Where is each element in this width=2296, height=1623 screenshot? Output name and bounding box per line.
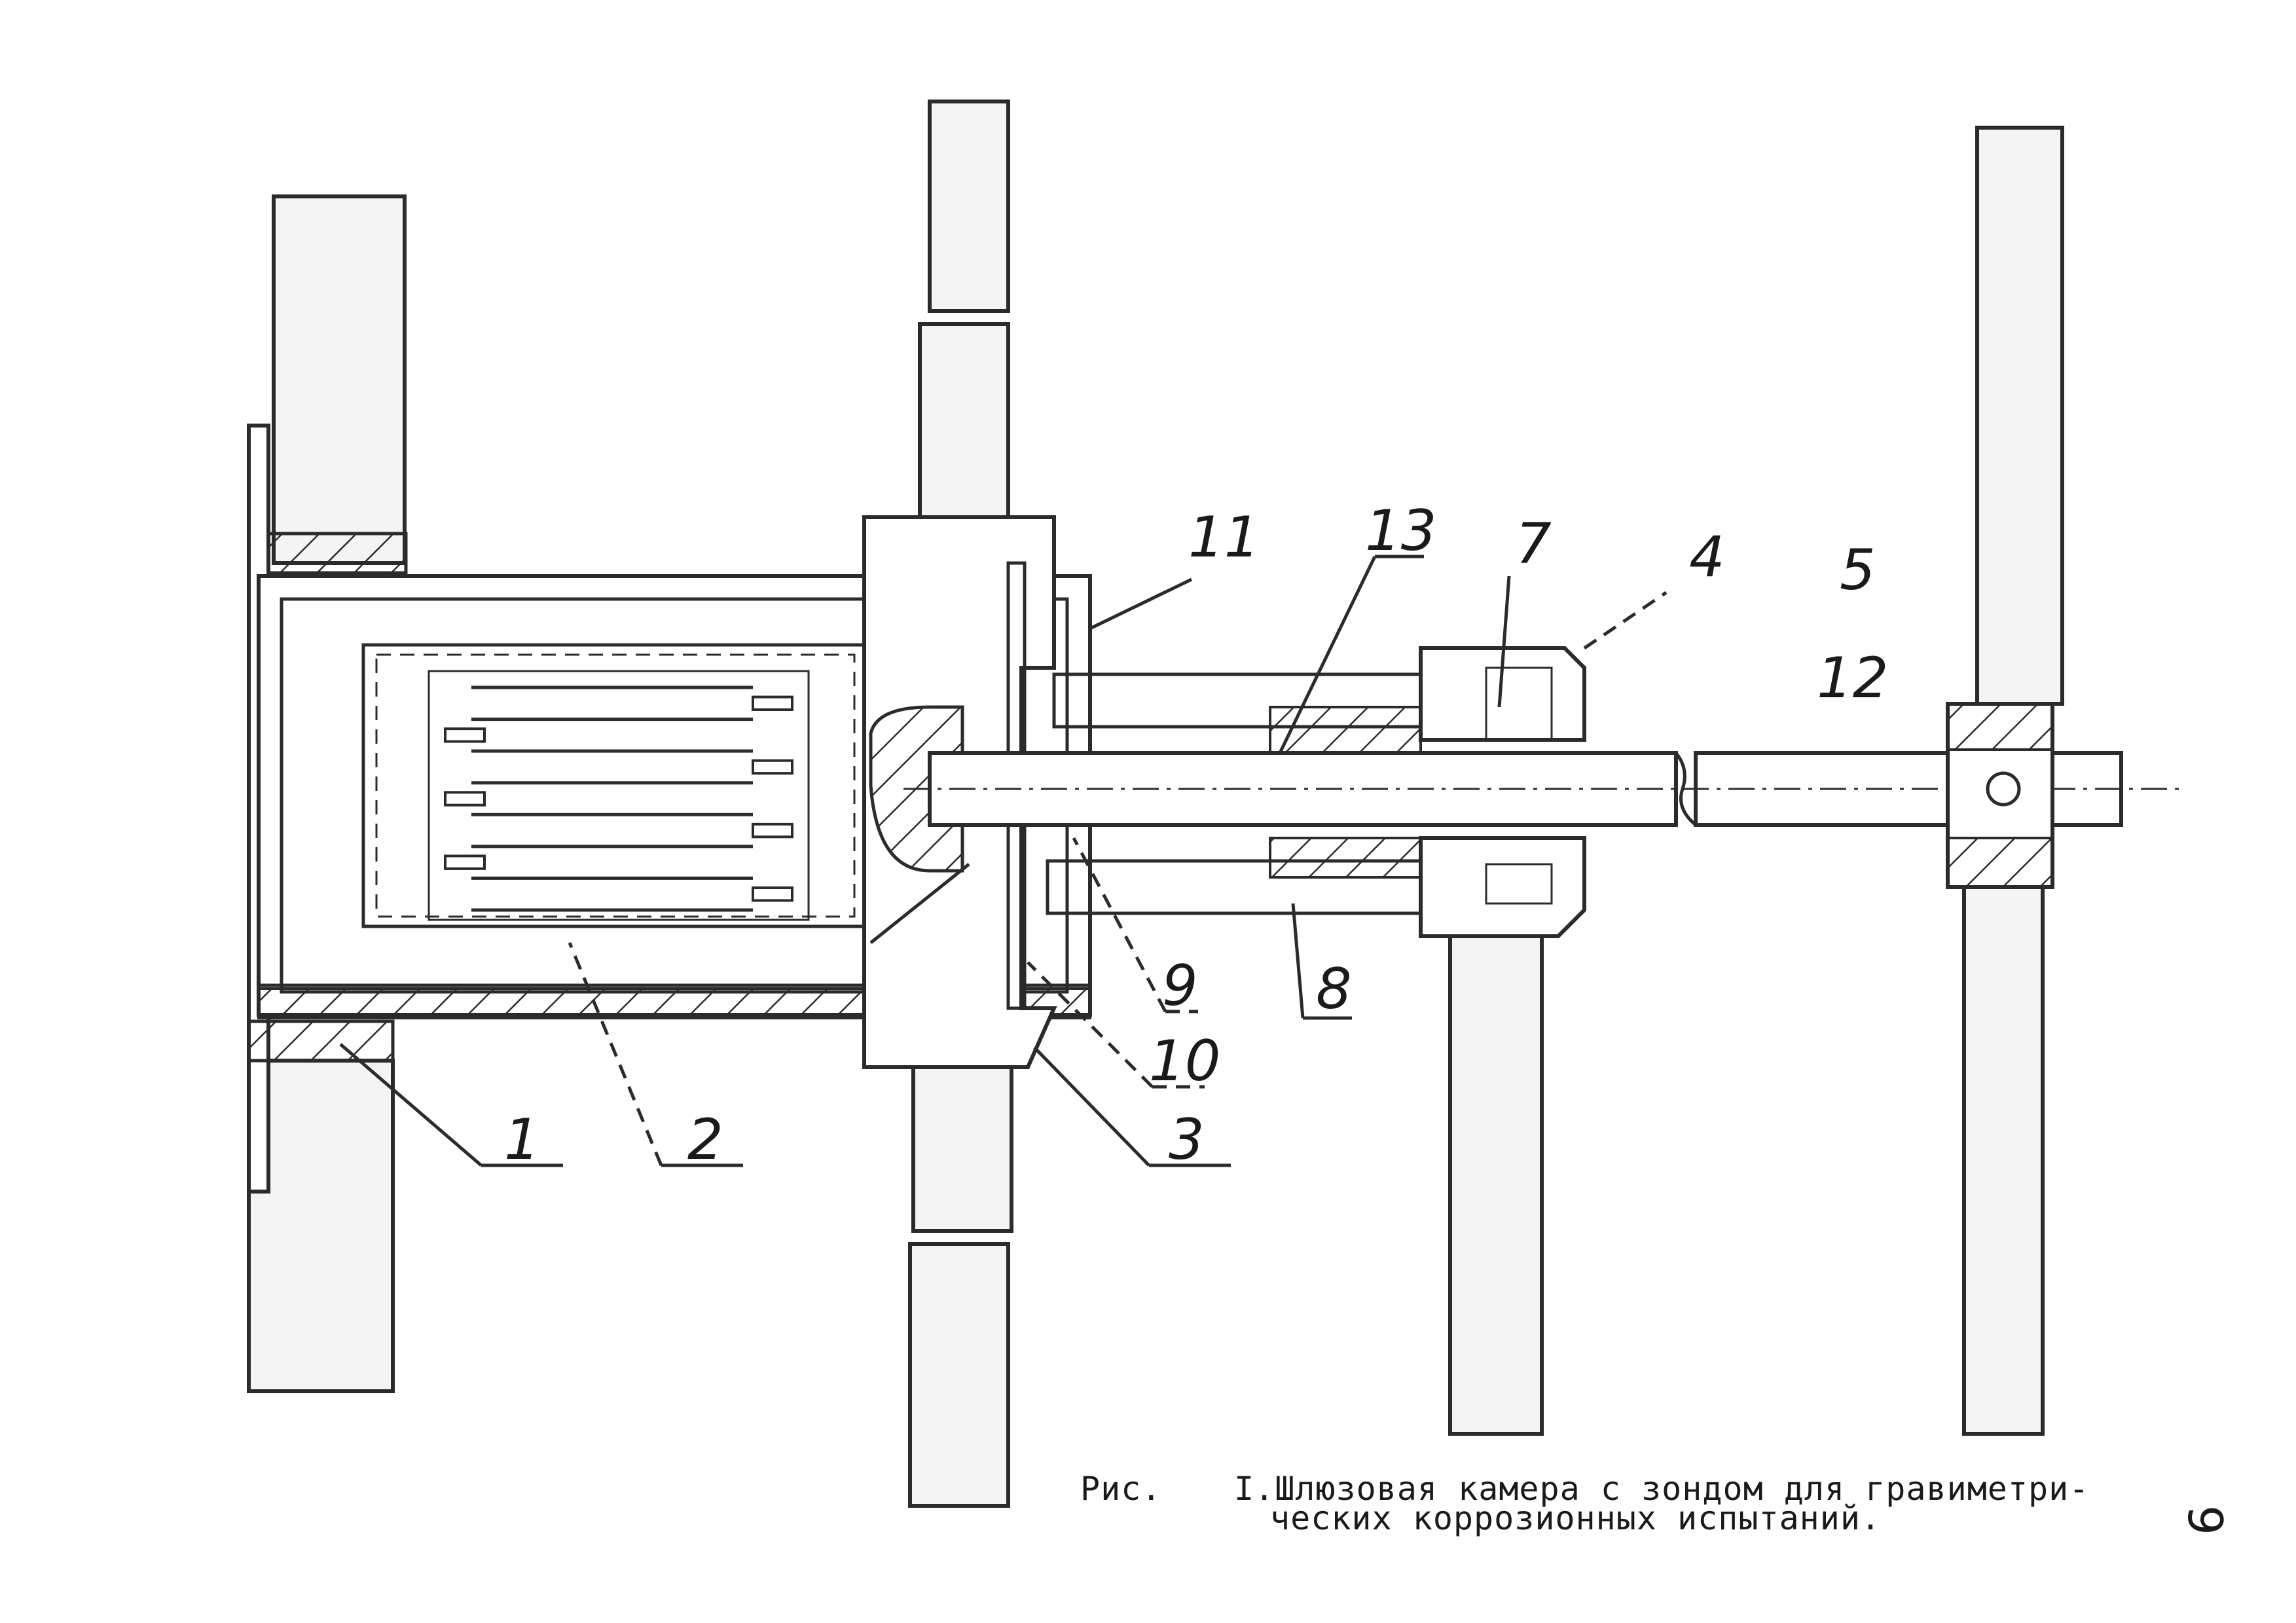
callout-1: 1 [504,1107,540,1173]
callout-13: 13 [1365,498,1436,564]
middle-flange [862,100,1057,1508]
callout-7: 7 [1516,511,1552,577]
specimen-plate-tab [444,854,486,870]
callout-4: 4 [1689,524,1725,590]
right-pipe [1946,126,2064,1436]
specimen-plate-tab [444,791,486,807]
callout-3: 3 [1169,1107,1205,1173]
callout-labels: 1 2 3 4 5 7 8 9 10 11 12 13 [504,498,1888,1173]
callout-8: 8 [1316,957,1352,1022]
callout-11: 11 [1188,505,1260,570]
callout-12: 12 [1817,646,1888,711]
specimen-plate-tab [752,886,793,902]
callout-10: 10 [1149,1029,1220,1094]
probe-housing [1046,646,1586,1436]
callout-5: 5 [1840,538,1876,603]
specimen-plate-tab [752,822,793,839]
caption-prefix: Рис. [1080,1470,1162,1508]
specimen-plate-tab [752,695,793,711]
specimen-plate-tab [752,759,793,775]
sample-holder [361,643,869,928]
specimen-plates [444,685,793,912]
caption-line-1: I.Шлюзовая камера с зондом для гравиметр… [1234,1470,2090,1508]
page-number: 9 [2177,1505,2232,1535]
callout-9: 9 [1162,953,1198,1019]
leader-lines [339,555,1667,1167]
callout-2: 2 [687,1107,723,1173]
caption-line-2: ческих коррозионных испытаний. [1270,1499,1882,1537]
specimen-plate-tab [444,727,486,743]
